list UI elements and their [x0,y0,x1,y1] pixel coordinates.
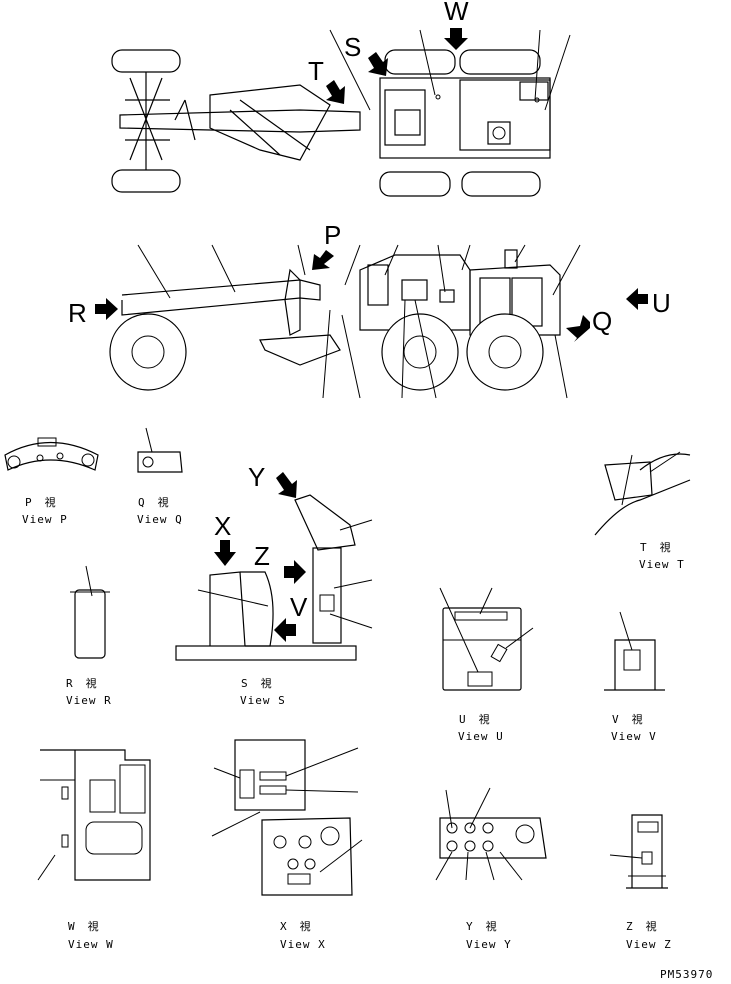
callout-v: V [290,592,308,622]
view-v-label-jp: V 視 [612,712,644,726]
callout-w: W [444,0,469,26]
view-v-detail [604,611,665,691]
view-x-label-jp: X 視 [280,919,312,933]
view-y-detail [435,787,547,881]
drawing-number: PM53970 [660,968,713,981]
view-r-label-jp: R 視 [66,676,98,690]
view-u-detail [439,587,534,691]
arrow-z-icon [284,560,306,584]
view-x-label-en: View X [280,938,326,951]
view-p-detail [4,437,99,471]
view-r-label-en: View R [66,694,112,707]
view-w-detail [37,749,151,881]
view-z-label-jp: Z 視 [626,919,658,933]
view-t-detail [594,451,691,536]
arrow-s-icon [368,52,388,76]
callout-p: P [324,220,341,250]
view-w-label-en: View W [68,938,114,951]
arrow-r-icon [95,298,118,320]
view-s-detail [175,472,373,661]
arrow-y-icon [276,472,297,498]
view-t-label-en: View T [639,558,685,571]
view-q-label-jp: Q 視 [138,495,170,509]
view-y-label-jp: Y 視 [466,919,498,933]
view-s-label-jp: S 視 [241,676,273,690]
arrow-v-icon [274,618,296,642]
view-w-label-jp: W 視 [68,919,100,933]
callout-z: Z [254,541,270,571]
view-u-label-en: View U [458,730,504,743]
callout-x: X [214,511,231,541]
callout-u: U [652,288,671,318]
callout-q: Q [592,306,612,336]
callout-s: S [344,32,361,62]
view-z-label-en: View Z [626,938,672,951]
arrow-p-icon [312,250,334,270]
view-y-label-en: View Y [466,938,512,951]
view-x-detail [211,739,363,896]
arrow-w-icon [444,28,468,50]
view-v-label-en: View V [611,730,657,743]
callout-r: R [68,298,87,328]
plan-view [111,28,571,197]
view-r-detail [70,565,110,659]
view-s-label-en: View S [240,694,286,707]
callout-y: Y [248,462,265,492]
arrow-x-icon [214,540,236,566]
view-p-label-en: View P [22,513,68,526]
view-q-detail [137,427,183,473]
view-q-label-en: View Q [137,513,183,526]
side-view [95,244,648,399]
arrow-q-icon [566,315,590,342]
view-z-detail [609,814,668,889]
arrow-t-icon [326,80,345,104]
view-u-label-jp: U 視 [459,712,491,726]
view-p-label-jp: P 視 [25,495,57,509]
arrow-u-icon [626,288,648,310]
view-t-label-jp: T 視 [640,540,672,554]
callout-t: T [308,56,324,86]
